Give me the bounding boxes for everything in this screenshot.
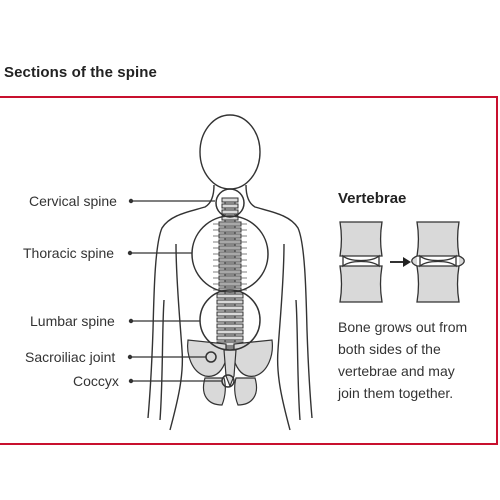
diagram-frame [0, 96, 498, 445]
vertebra [216, 323, 244, 329]
label-lumbar-spine: Lumbar spine [30, 313, 115, 329]
label-sacroiliac-joint: Sacroiliac joint [25, 349, 116, 365]
bone-spur-right [458, 255, 465, 267]
left-arm-outline [147, 184, 215, 419]
vertebra-right-bottom [416, 265, 460, 303]
page-title: Sections of the spine [4, 64, 157, 81]
disc-left [342, 254, 380, 268]
lumbar-circle [199, 289, 261, 351]
caption-line: Bone grows out from [338, 319, 468, 335]
vertebra [216, 305, 244, 311]
leader-lines [127, 198, 222, 384]
arrow-head [403, 257, 411, 267]
vertebrae-caption: Bone grows out from both sides of the ve… [338, 316, 488, 404]
spine-column [213, 197, 247, 357]
right-ischium [234, 377, 258, 406]
caption-line: vertebrae and may [338, 363, 455, 379]
right-ilium [233, 339, 273, 377]
thoracic-circle [191, 215, 269, 293]
vertebra [216, 311, 244, 317]
vertebra [216, 317, 244, 323]
vertebra-left-top [339, 221, 383, 257]
label-thoracic-spine: Thoracic spine [23, 245, 115, 261]
right-arm-outline [245, 184, 313, 419]
vertebra [216, 335, 244, 341]
vertebra-right-top [416, 221, 460, 257]
left-forearm-outline [159, 299, 165, 421]
cervical-circle [215, 188, 245, 218]
left-torso-outline [169, 243, 184, 431]
label-coccyx: Coccyx [73, 373, 119, 389]
vertebrae-inset [339, 221, 465, 303]
right-forearm-outline [295, 299, 301, 421]
label-cervical-spine: Cervical spine [29, 193, 117, 209]
left-ischium [202, 377, 226, 406]
right-torso-outline [276, 243, 291, 431]
bone-spur-left [411, 255, 418, 267]
vertebra [216, 329, 244, 335]
vertebra [221, 209, 239, 215]
head-outline [199, 114, 261, 190]
vertebra [221, 197, 239, 203]
vertebra [216, 299, 244, 305]
caption-line: join them together. [338, 385, 454, 401]
caption-line: both sides of the [338, 341, 441, 357]
disc-right [419, 254, 457, 268]
vertebrae-heading: Vertebrae [338, 190, 407, 207]
vertebra [221, 203, 239, 209]
vertebra-left-bottom [339, 265, 383, 303]
vertebra [216, 293, 244, 299]
